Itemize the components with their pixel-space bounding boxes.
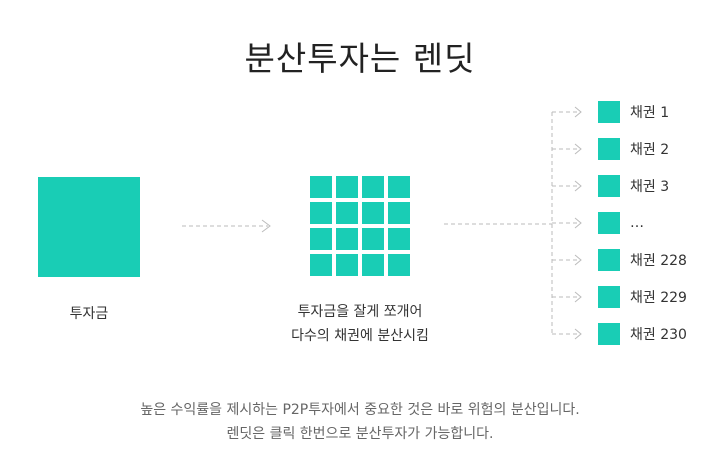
branch-arrows bbox=[552, 106, 582, 340]
bond-square bbox=[598, 286, 620, 308]
grid-cell bbox=[310, 228, 332, 250]
bond-square bbox=[598, 138, 620, 160]
grid-cell bbox=[362, 176, 384, 198]
branch-arrowhead bbox=[574, 143, 582, 155]
grid-cell bbox=[310, 176, 332, 198]
bond-label: 채권 228 bbox=[630, 253, 687, 269]
bond-item: 채권 229 bbox=[598, 286, 687, 308]
bond-item: 채권 1 bbox=[598, 101, 669, 123]
investment-label: 투자금 bbox=[69, 306, 109, 322]
bond-label: 채권 2 bbox=[630, 142, 670, 158]
split-label-line2: 다수의 채권에 분산시킴 bbox=[291, 328, 429, 344]
grid-cell bbox=[310, 254, 332, 276]
grid-cell bbox=[336, 228, 358, 250]
grid-cell bbox=[310, 202, 332, 224]
grid-cell bbox=[388, 254, 410, 276]
bond-item: 채권 230 bbox=[598, 323, 687, 345]
footer-line2: 렌딧은 클릭 한번으로 분산투자가 가능합니다. bbox=[226, 426, 494, 442]
bond-square bbox=[598, 249, 620, 271]
bond-label: 채권 1 bbox=[630, 105, 670, 121]
bond-square bbox=[598, 175, 620, 197]
bond-item: 채권 2 bbox=[598, 138, 669, 160]
bond-label: 채권 230 bbox=[630, 327, 687, 343]
branch-arrowhead bbox=[574, 180, 582, 192]
branch-arrowhead bbox=[574, 328, 582, 340]
bond-item: … bbox=[598, 212, 644, 234]
bond-label: 채권 229 bbox=[630, 290, 687, 306]
grid-cell bbox=[336, 176, 358, 198]
bond-square bbox=[598, 101, 620, 123]
investment-block bbox=[38, 177, 140, 277]
grid-cell bbox=[362, 202, 384, 224]
branch-arrowhead bbox=[574, 217, 582, 229]
footer-text: 높은 수익률을 제시하는 P2P투자에서 중요한 것은 바로 위험의 분산입니다… bbox=[0, 398, 720, 446]
grid-cell bbox=[336, 202, 358, 224]
bond-square bbox=[598, 212, 620, 234]
split-grid bbox=[310, 176, 413, 277]
branch-arrowhead bbox=[574, 291, 582, 303]
split-label-line1: 투자금을 잘게 쪼개어 bbox=[297, 304, 423, 320]
main-arrow bbox=[182, 219, 271, 233]
grid-cell bbox=[388, 202, 410, 224]
bond-item: 채권 3 bbox=[598, 175, 669, 197]
branch-arrowhead bbox=[574, 106, 582, 118]
page-title: 분산투자는 렌딧 bbox=[244, 39, 476, 78]
bond-label: 채권 3 bbox=[630, 179, 670, 195]
split-label: 투자금을 잘게 쪼개어 다수의 채권에 분산시킴 bbox=[250, 300, 470, 348]
grid-cell bbox=[388, 228, 410, 250]
grid-cell bbox=[362, 254, 384, 276]
bond-label: … bbox=[630, 215, 644, 231]
grid-cell bbox=[362, 228, 384, 250]
grid-cell bbox=[388, 176, 410, 198]
bond-item: 채권 228 bbox=[598, 249, 687, 271]
branch-arrowhead bbox=[574, 254, 582, 266]
bond-square bbox=[598, 323, 620, 345]
footer-line1: 높은 수익률을 제시하는 P2P투자에서 중요한 것은 바로 위험의 분산입니다… bbox=[140, 402, 580, 418]
grid-cell bbox=[336, 254, 358, 276]
